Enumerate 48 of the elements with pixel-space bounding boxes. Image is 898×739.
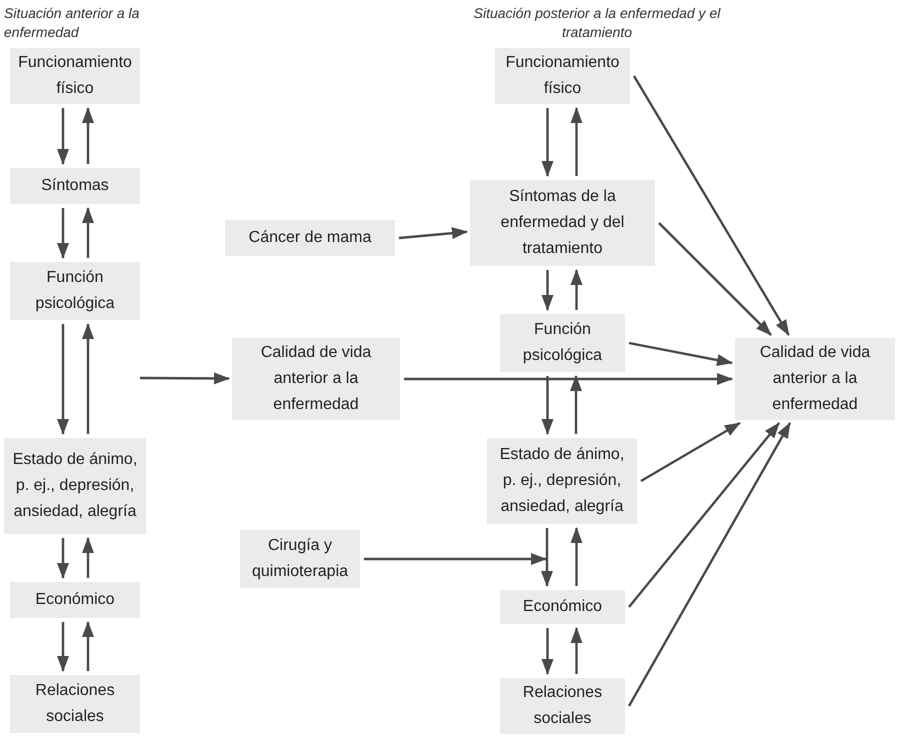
node-label: Cirugía y quimioterapia <box>250 536 350 582</box>
node-label: Calidad de vida anterior a la enfermedad <box>758 343 872 415</box>
arrow <box>57 108 69 165</box>
node-label: Funcionamiento físico <box>17 53 133 99</box>
arrow <box>364 553 547 565</box>
column-heading: Situación posterior a la enfermedad y el tratamiento <box>472 4 722 42</box>
arrow <box>542 628 554 675</box>
node-label: Función psicológica <box>34 268 116 314</box>
arrow <box>404 373 733 385</box>
arrow <box>398 227 468 240</box>
arrow <box>542 376 554 435</box>
arrow <box>570 107 582 176</box>
arrow <box>140 372 230 384</box>
arrow <box>542 108 554 177</box>
node-label: Síntomas <box>41 176 109 196</box>
arrow <box>628 342 733 366</box>
arrow <box>541 528 553 587</box>
node-label: Relaciones sociales <box>34 681 116 727</box>
arrow <box>640 422 741 482</box>
arrow <box>82 207 94 258</box>
arrow <box>57 208 69 259</box>
node-label: Funcionamiento físico <box>504 53 620 99</box>
node-label: Económico <box>522 597 602 617</box>
arrow <box>628 422 792 707</box>
node-label: Relaciones sociales <box>522 683 604 729</box>
column-heading: Situación anterior a la enfermedad <box>4 4 140 42</box>
arrow <box>57 538 69 579</box>
arrow <box>82 323 94 434</box>
arrow <box>570 627 582 674</box>
arrow <box>628 422 780 608</box>
arrow <box>658 222 772 336</box>
arrow <box>542 270 554 311</box>
node-label: Estado de ánimo, p. ej., depresión, ansiedad, alegría <box>498 445 626 517</box>
arrow <box>82 621 94 671</box>
arrow <box>82 537 94 578</box>
arrow <box>570 375 582 434</box>
node-label: Función psicológica <box>522 320 604 366</box>
node-label: Económico <box>35 590 115 610</box>
arrow <box>570 527 582 586</box>
arrow <box>570 269 582 310</box>
arrow <box>82 107 94 164</box>
node-label: Estado de ánimo, p. ej., depresión, ansiedad, alegría <box>12 450 138 522</box>
node-label: Cáncer de mama <box>248 228 372 248</box>
arrow <box>57 324 69 435</box>
node-label: Síntomas de la enfermedad y del tratamiento <box>500 187 626 259</box>
arrow <box>632 75 790 336</box>
node-label: Calidad de vida anterior a la enfermedad <box>260 343 372 415</box>
arrow <box>57 622 69 672</box>
